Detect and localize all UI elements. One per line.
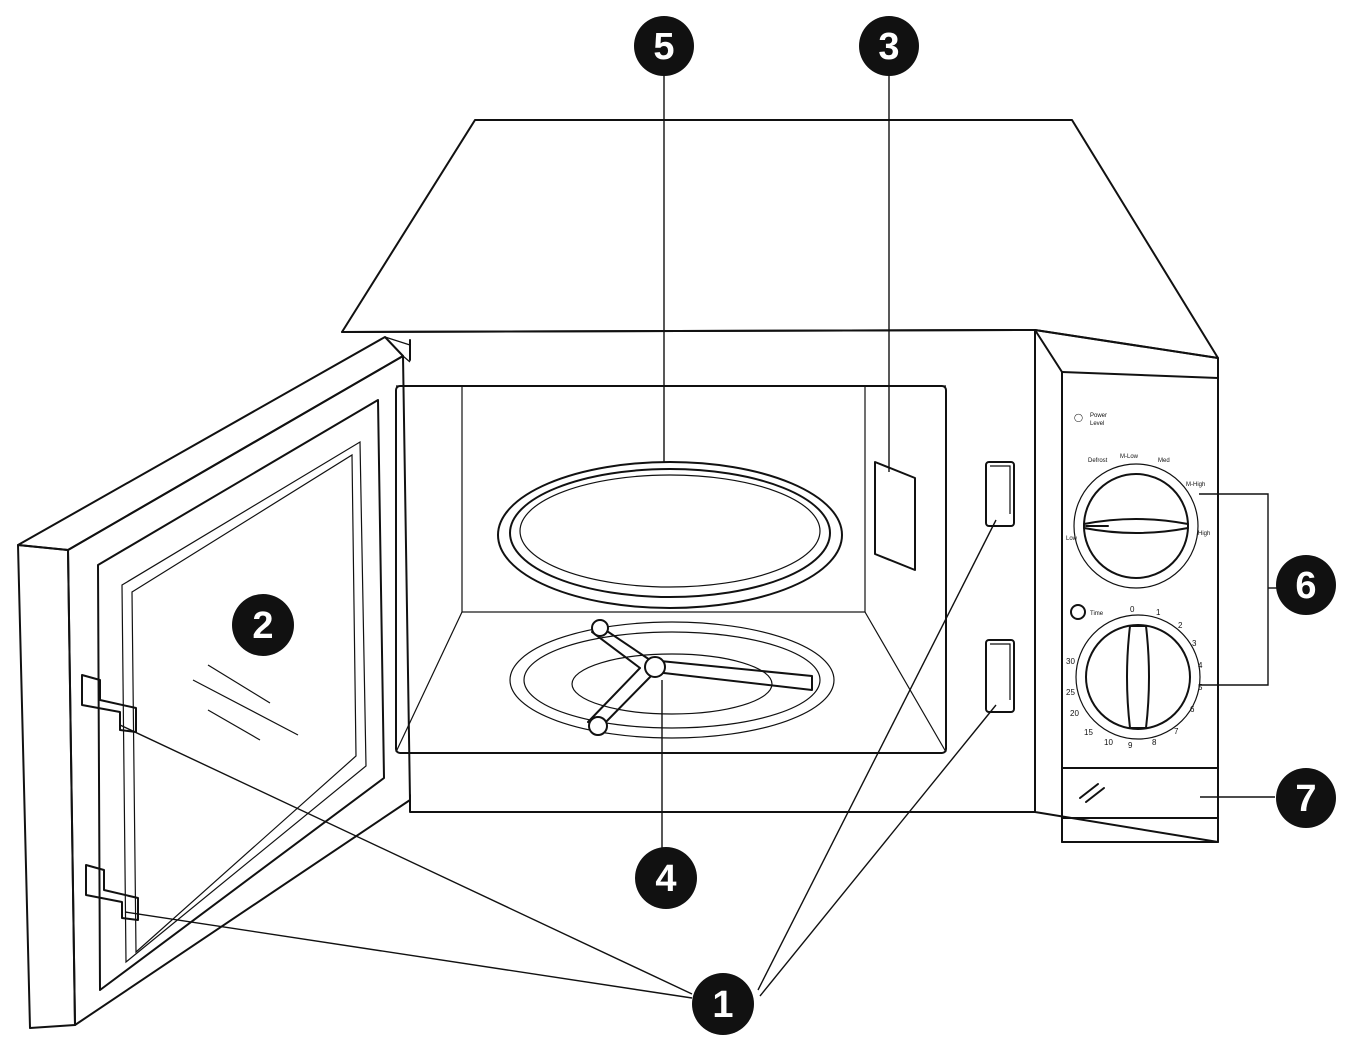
power-label-2: Level xyxy=(1090,421,1104,427)
callout-3: 3 xyxy=(859,16,919,76)
roller-arms xyxy=(587,624,813,729)
control-panel: ◯ Power Level Defrost M-Low Med M-High H… xyxy=(1066,413,1210,803)
upper-interlock-slot xyxy=(985,461,1015,527)
time-tick-0: 0 xyxy=(1130,605,1135,614)
open-door xyxy=(17,336,411,1029)
time-tick-7: 7 xyxy=(1174,727,1179,736)
door-top-edge xyxy=(17,336,404,551)
timer-label: Time xyxy=(1090,611,1104,617)
power-setting-5: Low xyxy=(1066,536,1078,542)
waveguide-cover xyxy=(874,461,916,571)
leader-lines xyxy=(119,72,1278,999)
door-window-frame xyxy=(97,399,385,991)
oven-cavity xyxy=(395,385,947,754)
time-tick-6: 6 xyxy=(1190,705,1195,714)
time-tick-3: 3 xyxy=(1192,639,1197,648)
svg-text:2: 2 xyxy=(252,605,273,647)
time-tick-4: 4 xyxy=(1198,661,1203,670)
lower-door-latch xyxy=(85,864,139,921)
power-setting-2: Med xyxy=(1158,458,1170,464)
lower-interlock-slot xyxy=(985,639,1015,713)
power-level-knob[interactable]: ◯ Power Level Defrost M-Low Med M-High H… xyxy=(1066,413,1210,589)
svg-text:3: 3 xyxy=(878,26,899,68)
svg-text:5: 5 xyxy=(653,26,674,68)
callout-1: 1 xyxy=(692,973,754,1035)
microwave-body xyxy=(341,119,1219,843)
svg-text:7: 7 xyxy=(1295,778,1316,820)
power-setting-0: Defrost xyxy=(1088,458,1108,464)
glass-tray xyxy=(497,461,843,609)
power-setting-3: M-High xyxy=(1186,482,1205,488)
power-setting-4: High xyxy=(1198,531,1210,537)
door-release-button[interactable] xyxy=(1079,783,1105,803)
roller-ring xyxy=(509,619,835,739)
svg-text:4: 4 xyxy=(655,858,676,900)
door-front-edge xyxy=(17,544,76,1029)
time-tick-5: 5 xyxy=(1198,683,1203,692)
time-tick-10: 10 xyxy=(1104,738,1113,747)
time-tick-9: 9 xyxy=(1128,741,1133,750)
callout-5: 5 xyxy=(634,16,694,76)
top-surface xyxy=(341,119,1219,359)
time-tick-14: 30 xyxy=(1066,657,1075,666)
door-inner-face xyxy=(67,355,411,1026)
timer-knob[interactable]: Time 0 1 2 3 4 5 6 7 8 9 10 15 20 25 30 xyxy=(1066,604,1203,750)
time-tick-13: 25 xyxy=(1066,688,1075,697)
upper-door-latch xyxy=(81,674,137,733)
power-icon: ◯ xyxy=(1074,413,1083,422)
time-tick-2: 2 xyxy=(1178,621,1183,630)
callout-4: 4 xyxy=(635,847,697,909)
time-tick-12: 20 xyxy=(1070,709,1079,718)
front-face xyxy=(341,329,1036,813)
door-window xyxy=(121,440,367,964)
callout-7: 7 xyxy=(1276,768,1336,828)
callout-2: 2 xyxy=(232,594,294,656)
clock-icon xyxy=(1070,604,1086,620)
callout-6: 6 xyxy=(1276,555,1336,615)
svg-text:1: 1 xyxy=(712,984,733,1026)
time-tick-8: 8 xyxy=(1152,738,1157,747)
power-setting-1: M-Low xyxy=(1120,454,1139,460)
time-tick-11: 15 xyxy=(1084,728,1093,737)
interlock-slots xyxy=(985,461,1015,713)
svg-text:6: 6 xyxy=(1295,565,1316,607)
time-tick-1: 1 xyxy=(1156,608,1161,617)
power-label-1: Power xyxy=(1090,413,1107,419)
